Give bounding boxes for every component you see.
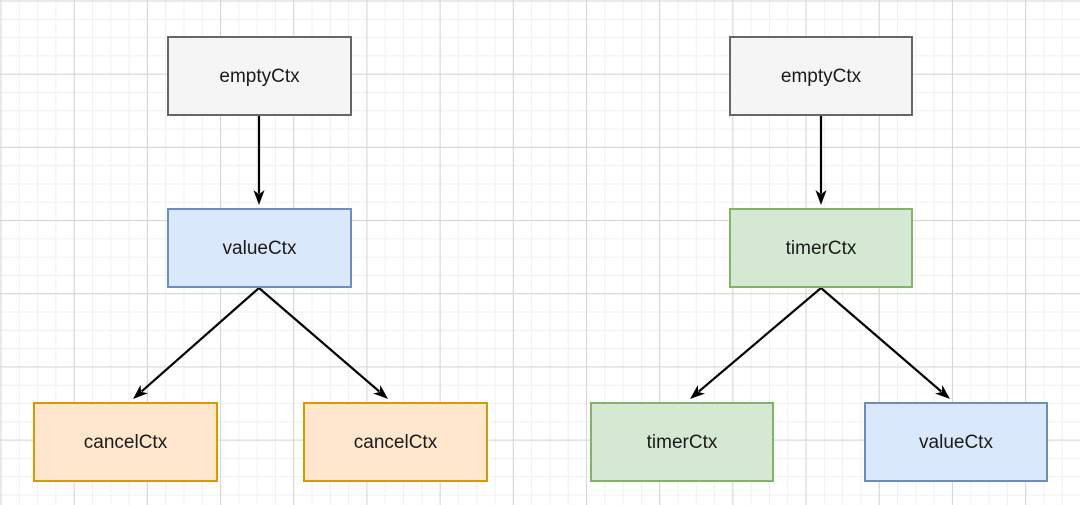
node-box-l-empty[interactable] bbox=[167, 36, 352, 116]
left-tree-edges bbox=[133, 116, 388, 399]
left-tree-nodes: emptyCtx valueCtx cancelCtx cancelCtx bbox=[33, 36, 488, 482]
arrowhead-icon bbox=[253, 190, 265, 205]
node-box-r-timer2[interactable] bbox=[590, 402, 774, 482]
node-r-empty[interactable]: emptyCtx bbox=[729, 36, 913, 116]
node-l-value[interactable]: valueCtx bbox=[167, 208, 352, 288]
node-label-r-empty: emptyCtx bbox=[781, 66, 862, 87]
edge-l-value-to-l-cancel2[interactable] bbox=[258, 287, 388, 399]
edges-layer bbox=[133, 116, 950, 399]
arrowhead-icon bbox=[815, 190, 827, 205]
node-r-timer[interactable]: timerCtx bbox=[729, 208, 913, 288]
node-r-value[interactable]: valueCtx bbox=[864, 402, 1048, 482]
node-label-l-value: valueCtx bbox=[223, 238, 297, 259]
node-box-l-cancel1[interactable] bbox=[33, 402, 218, 482]
node-l-cancel1[interactable]: cancelCtx bbox=[33, 402, 218, 482]
edge-r-timer-to-r-timer2[interactable] bbox=[690, 287, 822, 399]
node-label-r-timer2: timerCtx bbox=[647, 432, 718, 453]
edge-r-empty-to-r-timer[interactable] bbox=[815, 116, 827, 205]
node-box-r-timer[interactable] bbox=[729, 208, 913, 288]
node-r-timer2[interactable]: timerCtx bbox=[590, 402, 774, 482]
node-label-l-cancel2: cancelCtx bbox=[354, 432, 438, 453]
node-l-cancel2[interactable]: cancelCtx bbox=[303, 402, 488, 482]
node-box-r-empty[interactable] bbox=[729, 36, 913, 116]
right-tree-edges bbox=[690, 116, 950, 399]
node-l-empty[interactable]: emptyCtx bbox=[167, 36, 352, 116]
edge-r-timer-to-r-value[interactable] bbox=[820, 287, 950, 399]
arrowhead-icon bbox=[690, 385, 706, 399]
arrowhead-icon bbox=[372, 384, 388, 399]
node-label-r-value: valueCtx bbox=[919, 432, 993, 453]
right-tree-nodes: emptyCtx timerCtx timerCtx valueCtx bbox=[590, 36, 1048, 482]
node-label-l-empty: emptyCtx bbox=[219, 66, 300, 87]
edge-l-empty-to-l-value[interactable] bbox=[253, 116, 265, 205]
node-box-r-value[interactable] bbox=[864, 402, 1048, 482]
node-label-r-timer: timerCtx bbox=[786, 238, 857, 259]
arrowhead-icon bbox=[934, 384, 950, 399]
node-label-l-cancel1: cancelCtx bbox=[84, 432, 168, 453]
arrowhead-icon bbox=[133, 384, 148, 399]
node-box-l-value[interactable] bbox=[167, 208, 352, 288]
edge-l-value-to-l-cancel1[interactable] bbox=[133, 287, 260, 399]
node-box-l-cancel2[interactable] bbox=[303, 402, 488, 482]
